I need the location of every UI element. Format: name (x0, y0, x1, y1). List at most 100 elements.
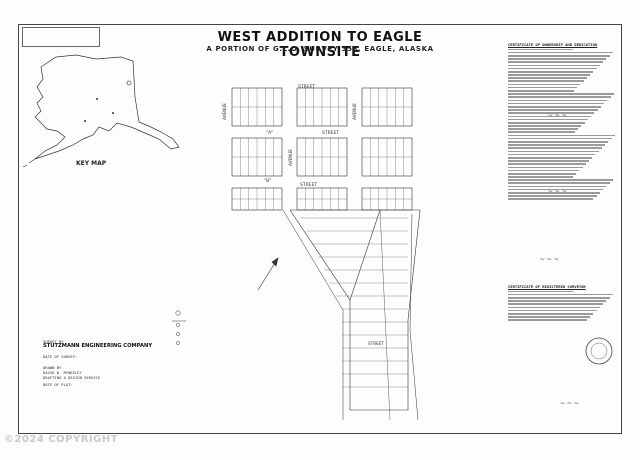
text-line (508, 296, 610, 299)
text-line (508, 182, 610, 185)
text-line (508, 96, 611, 98)
city-marker (96, 98, 98, 100)
text-line (508, 169, 580, 172)
document-title: WEST ADDITION TO EAGLE TOWNSITE (217, 30, 423, 60)
text-line (508, 303, 604, 305)
text-line (508, 166, 583, 169)
surveyor-seal (585, 337, 613, 365)
text-line (508, 74, 591, 76)
signature: ~ ~ ~ (548, 112, 567, 119)
surveyor-certificate-text (508, 290, 616, 321)
drawing-border (18, 24, 622, 434)
ownership-certificate-text (508, 48, 616, 200)
lower-tract (290, 209, 421, 411)
text-line (508, 90, 574, 92)
text-line (508, 316, 591, 318)
signature: ~ ~ ~ (560, 400, 579, 407)
text-line (508, 192, 600, 194)
text-line (508, 160, 589, 162)
text-line (508, 137, 612, 140)
surveyor-certificate-header: CERTIFICATE OF REGISTERED SURVEYOR (508, 284, 586, 289)
city-marker (84, 120, 86, 122)
text-line (508, 306, 600, 309)
street-label: STREET (300, 182, 317, 188)
text-line (508, 172, 577, 175)
surveyor-certificate: CERTIFICATE OF REGISTERED SURVEYOR (508, 284, 616, 322)
road-line (282, 209, 344, 420)
text-line (508, 128, 579, 130)
certificates-column: CERTIFICATE OF OWNERSHIP AND DEDICATION (508, 42, 616, 202)
street-label: STREET (322, 130, 339, 136)
surveyor-block: SURVEY BY STUTZMANN ENGINEERING COMPANY … (43, 339, 152, 387)
text-line (508, 58, 607, 60)
north-arrow-icon (257, 257, 279, 291)
text-line (508, 290, 573, 293)
text-line (508, 195, 597, 197)
text-line (508, 156, 593, 159)
text-line (508, 179, 613, 181)
text-line (508, 185, 607, 188)
lower-tract-edge (289, 209, 351, 301)
text-line (508, 48, 573, 51)
key-map (22, 54, 180, 168)
text-line (508, 163, 586, 165)
eagle-location-marker (126, 80, 132, 86)
date-of-plat-label: DATE OF PLAT: (43, 382, 73, 387)
road-line (379, 209, 391, 421)
drafting-service: DRAFTING & DESIGN SERVICE (43, 375, 101, 380)
text-line (508, 141, 609, 143)
alaska-outline (34, 54, 180, 160)
text-line (508, 293, 613, 296)
text-line (508, 70, 594, 73)
block-label: "B" (264, 178, 271, 184)
block-label: "A" (266, 130, 273, 136)
text-line (508, 93, 614, 95)
text-line (508, 188, 604, 191)
text-line (508, 176, 573, 178)
avenue-label: AVENUE (222, 103, 227, 120)
signature: ~ ~ ~ (548, 188, 567, 195)
text-line (508, 83, 581, 86)
text-line (508, 118, 588, 121)
ownership-certificate-header: CERTIFICATE OF OWNERSHIP AND DEDICATION (508, 42, 598, 47)
text-line (508, 54, 610, 57)
text-line (508, 61, 604, 63)
text-line (508, 300, 607, 302)
copyright-watermark: ©2024 COPYRIGHT (4, 434, 119, 445)
text-line (508, 51, 613, 54)
survey-by-label: SURVEY BY (43, 339, 64, 344)
text-line (508, 105, 601, 108)
drafter-name: DAVID B. MCNEELEY (43, 370, 82, 375)
text-line (508, 198, 594, 200)
island-chain (22, 158, 36, 168)
text-line (508, 150, 599, 153)
drawn-by-label: DRAWN BY (43, 365, 62, 370)
text-line (508, 312, 594, 315)
text-line (508, 109, 598, 111)
text-line (508, 153, 596, 156)
text-line (508, 102, 605, 105)
firm-name: STUTZMANN ENGINEERING COMPANY (43, 343, 153, 349)
text-line (508, 99, 608, 102)
street-label: STREET (298, 84, 315, 90)
text-line (508, 115, 592, 118)
bottom-street-label: STREET (368, 341, 384, 346)
text-line (508, 134, 615, 137)
key-map-label: KEY MAP (76, 160, 107, 167)
text-line (508, 125, 582, 127)
notes-box (22, 27, 100, 47)
text-line (508, 80, 584, 83)
text-line (508, 131, 575, 134)
text-line (508, 64, 600, 67)
text-line (508, 309, 597, 312)
document-subtitle: A PORTION OF G.L.O. SURVEY 353, EAGLE, A… (206, 45, 434, 53)
lot-lines (232, 88, 412, 388)
avenue-label: AVENUE (352, 103, 357, 120)
text-line (508, 77, 587, 79)
text-line (508, 147, 602, 149)
text-line (508, 67, 597, 70)
legend-symbols (172, 310, 186, 345)
signature: ~ ~ ~ (540, 256, 559, 263)
